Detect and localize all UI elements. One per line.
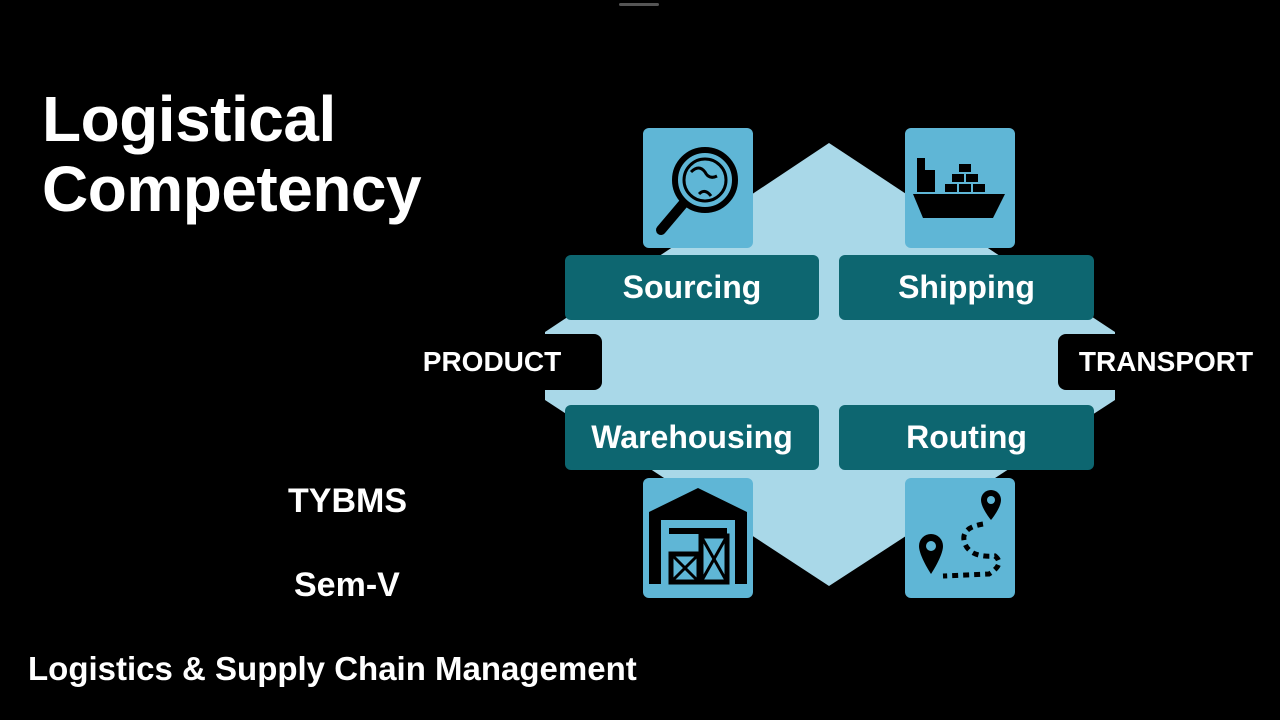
title-line-2: Competency xyxy=(42,153,422,225)
routing-box: Routing xyxy=(839,405,1094,470)
transport-tag: TRANSPORT xyxy=(1058,334,1274,390)
route-map-icon xyxy=(905,478,1015,598)
shipping-box: Shipping xyxy=(839,255,1094,320)
globe-magnifier-icon xyxy=(643,128,753,248)
warehousing-box: Warehousing xyxy=(565,405,819,470)
course-name: Logistics & Supply Chain Management xyxy=(28,650,637,687)
semester-label: Sem-V xyxy=(294,566,400,604)
program-label: TYBMS xyxy=(288,482,407,520)
slide-title: Logistical Competency xyxy=(42,84,562,224)
hexagon-shape xyxy=(545,143,1115,586)
title-line-1: Logistical xyxy=(42,83,336,155)
sourcing-box: Sourcing xyxy=(565,255,819,320)
warehouse-icon xyxy=(643,478,753,598)
window-drag-handle xyxy=(619,3,659,6)
cargo-ship-icon xyxy=(905,128,1015,248)
product-tag: PRODUCT xyxy=(382,334,602,390)
